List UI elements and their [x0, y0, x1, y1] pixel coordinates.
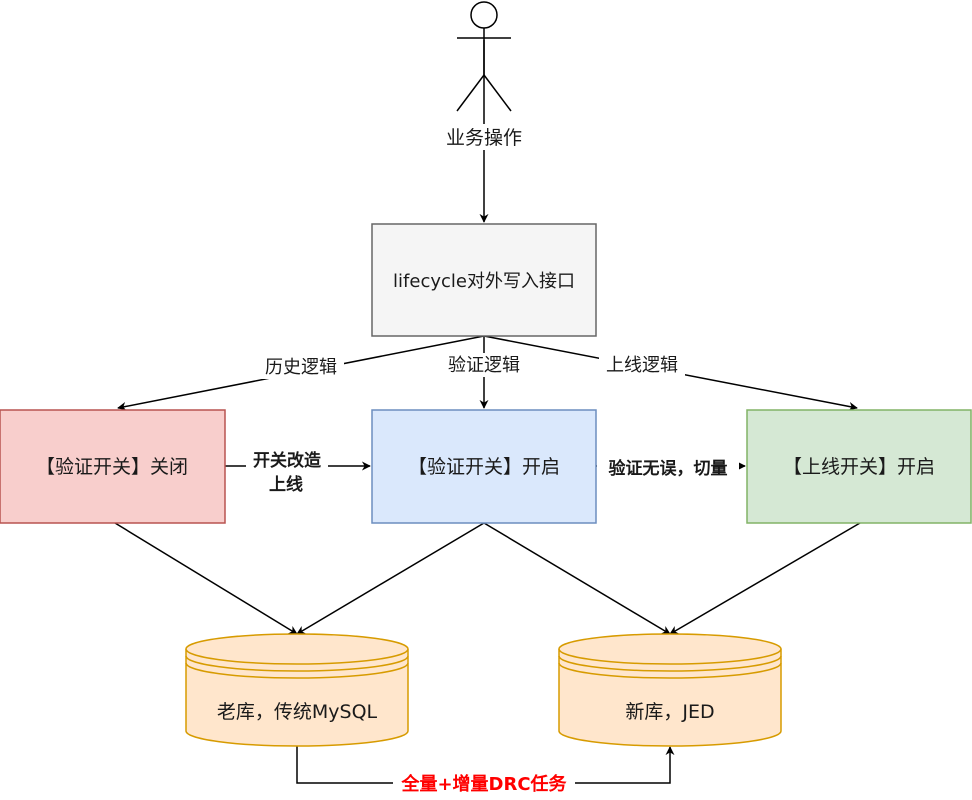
old-db-ring-2 [185, 662, 409, 679]
edge-label-online: 上线逻辑 [606, 355, 678, 376]
actor-stick-figure [456, 1, 512, 112]
api-box-label: lifecycle对外写入接口 [393, 271, 575, 292]
edge-verify-off-to-old-db [114, 522, 298, 635]
actor-right-leg [483, 74, 512, 112]
new-db-ring-2 [558, 662, 782, 679]
old-db-label: 老库，传统MySQL [217, 701, 378, 723]
actor-label: 业务操作 [446, 127, 522, 149]
new-db-cylinder: 新库，JED [558, 633, 782, 747]
verify-off-box: 【验证开关】关闭 [0, 409, 226, 524]
actor-head [470, 1, 498, 29]
verify-off-box-label: 【验证开关】关闭 [36, 456, 188, 478]
edge-online-on-to-new-db [669, 522, 861, 635]
verify-on-box-shape [371, 409, 597, 524]
online-on-box: 【上线开关】开启 [746, 409, 972, 524]
old-db-body [185, 649, 409, 747]
api-box: lifecycle对外写入接口 [371, 223, 597, 337]
verify-on-box-label: 【验证开关】开启 [408, 456, 560, 478]
api-box-shape [371, 223, 597, 337]
old-db-cylinder: 老库，传统MySQL [185, 633, 409, 747]
edge-label-history: 历史逻辑 [265, 357, 337, 378]
verify-off-box-shape [0, 409, 226, 524]
new-db-label: 新库，JED [625, 701, 714, 723]
new-db-top [558, 633, 782, 665]
edge-verify-on-to-old-db [296, 522, 485, 635]
edge-label-switch-upgrade-line1: 开关改造 [253, 450, 322, 471]
edge-label-full-incremental: 全量+增量DRC任务 [400, 773, 567, 795]
old-db-ring-1 [185, 655, 409, 672]
edge-verify-on-to-new-db [483, 522, 671, 635]
old-db-top [185, 633, 409, 665]
online-on-box-label: 【上线开关】开启 [783, 456, 935, 478]
actor-left-leg [456, 74, 485, 112]
online-on-box-shape [746, 409, 972, 524]
verify-on-box: 【验证开关】开启 [371, 409, 597, 524]
new-db-body [558, 649, 782, 747]
edge-label-switch-upgrade-line2: 上线 [269, 474, 303, 495]
new-db-ring-1 [558, 655, 782, 672]
edge-label-verify-ok: 验证无误，切量 [609, 458, 728, 479]
edge-label-verify: 验证逻辑 [448, 355, 520, 376]
